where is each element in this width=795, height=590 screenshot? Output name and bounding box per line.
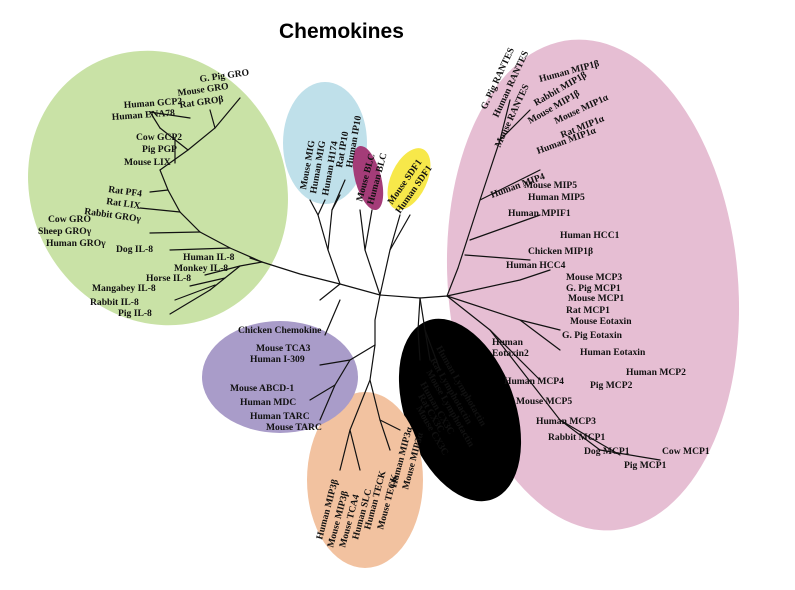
leaf-label: Mangabey IL-8 <box>92 283 156 294</box>
leaf-label: Eotaxin2 <box>492 348 529 359</box>
leaf-label: Human MCP4 <box>504 376 564 387</box>
c-cx3c-cluster-ellipse <box>398 318 522 502</box>
figure-title: Chemokines <box>279 20 404 43</box>
leaf-label: Human MPIF1 <box>508 208 571 219</box>
leaf-label: Human MCP3 <box>536 416 596 427</box>
leaf-label: Mouse LIX <box>124 157 171 168</box>
leaf-label: Pig MCP2 <box>590 380 633 391</box>
cc-orange-cluster-ellipse <box>307 392 423 568</box>
leaf-label: Human I-309 <box>250 354 305 365</box>
leaf-label: Chicken Chemokine <box>238 325 322 336</box>
leaf-label: Cow MCP1 <box>662 446 710 457</box>
leaf-label: Rat PF4 <box>108 184 143 200</box>
cxc-elr-cluster-ellipse <box>28 50 288 326</box>
leaf-label: Human HCC1 <box>560 230 620 241</box>
leaf-label: Mouse MCP3 <box>566 272 622 283</box>
leaf-label: Horse IL-8 <box>146 273 191 284</box>
leaf-label: Rabbit IL-8 <box>90 297 139 308</box>
leaf-label: Pig MCP1 <box>624 460 667 471</box>
leaf-label: Human <box>492 337 524 348</box>
leaf-label: Human TARC <box>250 411 310 422</box>
leaf-label: Pig IL-8 <box>118 308 152 319</box>
cxc-elr-labels: G. Pig GRO Mouse GRO Rat GROβ Human GCP2… <box>38 67 250 319</box>
tree-branches <box>139 97 661 471</box>
leaf-label: Rat MCP1 <box>566 305 610 316</box>
leaf-label: Human ENA78 <box>111 108 175 123</box>
leaf-label: Rat LIX <box>106 196 142 212</box>
cxc-ip10-cluster-ellipse <box>283 82 367 204</box>
leaf-label: Human MCP2 <box>626 367 686 378</box>
leaf-label: Mouse TARC <box>266 422 322 433</box>
leaf-label: Monkey IL-8 <box>174 263 228 274</box>
leaf-label: Mouse MCP5 <box>516 396 572 407</box>
leaf-label: G. Pig MCP1 <box>566 283 621 294</box>
leaf-label: Human GCP2 <box>123 96 182 111</box>
leaf-label: Dog MCP1 <box>584 446 630 457</box>
leaf-label: Rabbit MCP1 <box>548 432 605 443</box>
leaf-label: Sheep GROγ <box>38 226 92 237</box>
leaf-label: Dog IL-8 <box>116 244 153 255</box>
cc-purple-cluster-ellipse <box>202 321 358 433</box>
leaf-label: Human MIP5 <box>528 192 585 203</box>
cxc-blc-cluster-ellipse <box>352 145 384 211</box>
cxc-sdf-cluster-ellipse <box>387 148 431 210</box>
leaf-label: Human HCC4 <box>506 260 566 271</box>
cc-purple-labels: Chicken Chemokine Mouse TCA3 Human I-309… <box>230 325 322 433</box>
leaf-label: Cow GRO <box>48 214 91 225</box>
leaf-label: Human Eotaxin <box>580 347 646 358</box>
leaf-label: Human IL-8 <box>183 252 235 263</box>
leaf-label: Cow GCP2 <box>136 132 182 143</box>
leaf-label: Human GROγ <box>46 238 106 249</box>
leaf-label: Mouse TCA3 <box>256 343 311 354</box>
leaf-label: Pig PGP <box>142 144 177 155</box>
cc-labels: G. Pig RANTES Human RANTES Mouse RANTES … <box>479 46 710 471</box>
leaf-label: Mouse MIP5 <box>524 180 577 191</box>
leaf-label: Mouse MCP1 <box>568 293 624 304</box>
leaf-label: Human MDC <box>240 397 296 408</box>
leaf-label: Mouse Eotaxin <box>570 316 632 327</box>
leaf-label: Mouse ABCD-1 <box>230 383 294 394</box>
leaf-label: G. Pig Eotaxin <box>562 330 623 341</box>
cc-cluster-ellipse <box>446 39 740 531</box>
leaf-label: Chicken MIP1β <box>528 246 593 257</box>
